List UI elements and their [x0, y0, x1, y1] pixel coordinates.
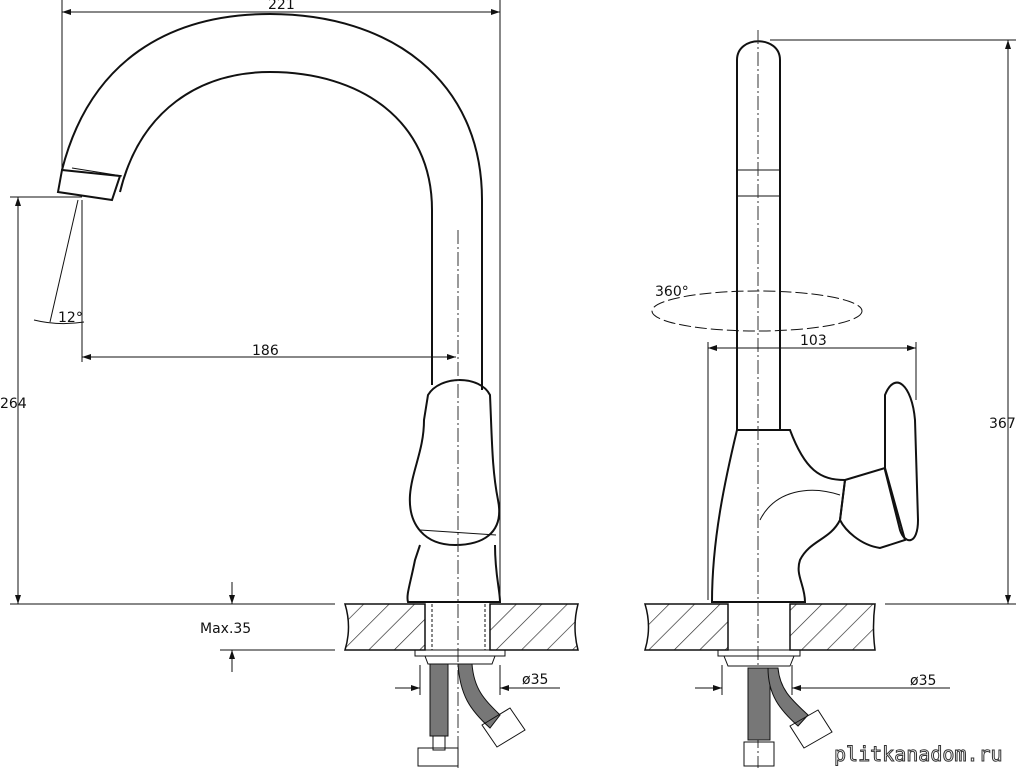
- spout-tip: [56, 168, 122, 202]
- rotation-ellipse: [651, 290, 863, 332]
- body: [710, 429, 847, 603]
- body: [406, 544, 502, 603]
- dim-width: 221: [268, 0, 295, 13]
- dim-reach: 186: [252, 343, 279, 359]
- dim-max-thickness: Max.35: [200, 621, 251, 637]
- spout-inner: [119, 70, 433, 385]
- countertop-section-right: [489, 603, 579, 651]
- dim-height: 264: [0, 396, 27, 412]
- spout-outer: [61, 12, 483, 390]
- dim-height: 367: [989, 416, 1016, 432]
- countertop-section-left: [343, 603, 426, 651]
- dim-rotation: 360°: [655, 284, 689, 300]
- front-view: 221 264 186 12° Max.35 ø35: [0, 0, 579, 768]
- handle: [408, 379, 501, 547]
- side-view: 360° 103 367 ø35: [643, 30, 1016, 768]
- dim-angle: 12°: [58, 310, 83, 326]
- dim-hole-diameter: ø35: [910, 673, 936, 689]
- countertop-section-left: [643, 603, 729, 651]
- handle-lever: [884, 381, 920, 542]
- dim-depth: 103: [800, 333, 827, 349]
- dim-hole-diameter: ø35: [522, 672, 548, 688]
- watermark: plitkanadom.ru: [834, 742, 1003, 766]
- handle-base: [838, 466, 907, 550]
- countertop-section-right: [789, 603, 876, 651]
